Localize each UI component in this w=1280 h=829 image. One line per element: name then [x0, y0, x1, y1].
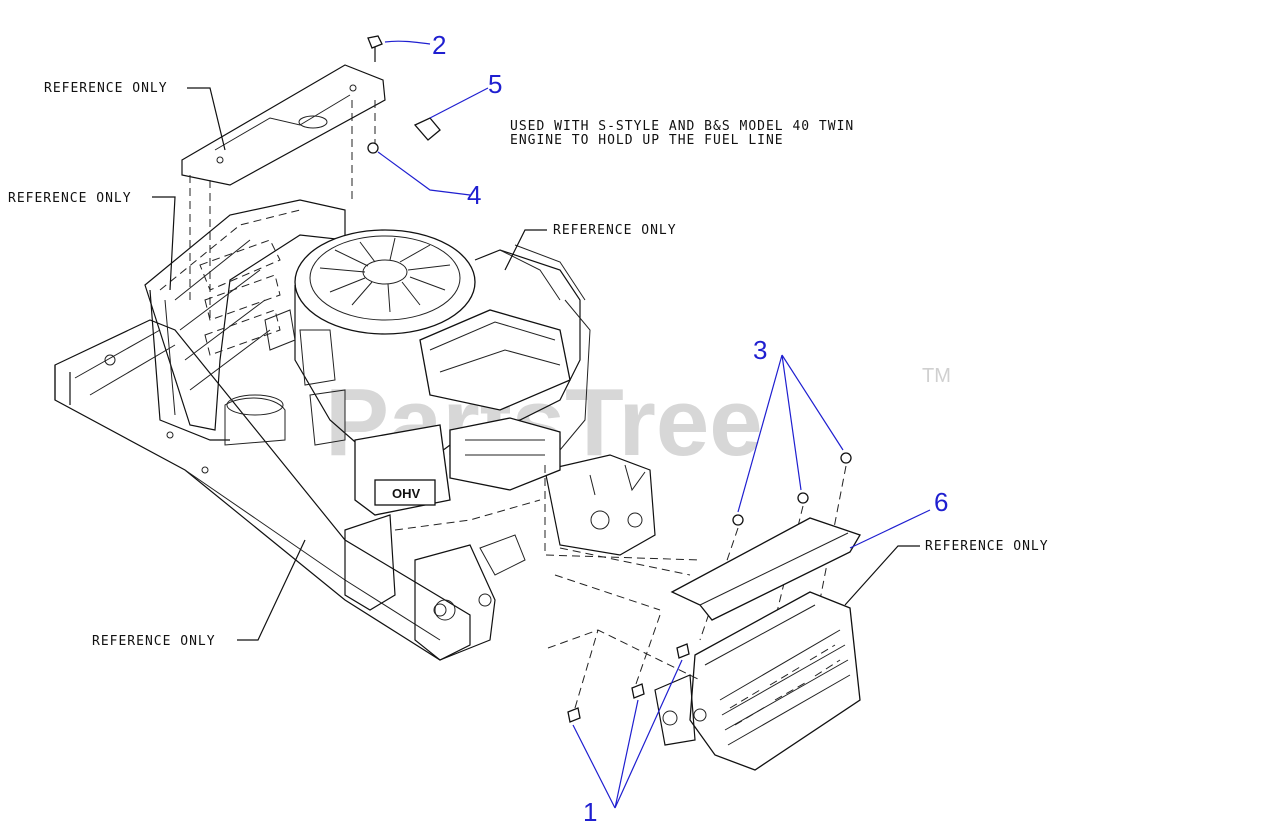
- callout-4[interactable]: 4: [467, 180, 481, 210]
- callout-6[interactable]: 6: [934, 487, 948, 517]
- trademark: TM: [922, 365, 951, 387]
- assembly-lines: [394, 465, 701, 611]
- reference-only-label-3: REFERENCE ONLY: [553, 223, 677, 238]
- clip-part-5: [413, 87, 489, 141]
- reference-leaders: [152, 87, 920, 641]
- engine-badge: OHV: [392, 486, 421, 501]
- bracket-part-6: [670, 509, 931, 621]
- nut-part-4: [367, 142, 471, 196]
- engine: OHV: [224, 229, 591, 516]
- rear-panel: [144, 199, 346, 441]
- note-line-2: ENGINE TO HOLD UP THE FUEL LINE: [510, 133, 784, 148]
- callout-3[interactable]: 3: [753, 335, 767, 365]
- callout-2[interactable]: 2: [432, 30, 446, 60]
- bolt-part-2: [367, 35, 431, 62]
- reference-only-label-4: REFERENCE ONLY: [925, 539, 1049, 554]
- chassis-frame: [54, 319, 656, 661]
- note-line-1: USED WITH S-STYLE AND B&S MODEL 40 TWIN: [510, 119, 854, 134]
- callout-1[interactable]: 1: [583, 797, 597, 827]
- reference-only-label-2: REFERENCE ONLY: [8, 191, 132, 206]
- callout-5[interactable]: 5: [488, 69, 502, 99]
- reference-only-label-5: REFERENCE ONLY: [92, 634, 216, 649]
- bolts-part-1: [547, 614, 701, 809]
- bracket-reference: [181, 64, 386, 320]
- reference-only-label-1: REFERENCE ONLY: [44, 81, 168, 96]
- muffler-guard: [654, 591, 861, 771]
